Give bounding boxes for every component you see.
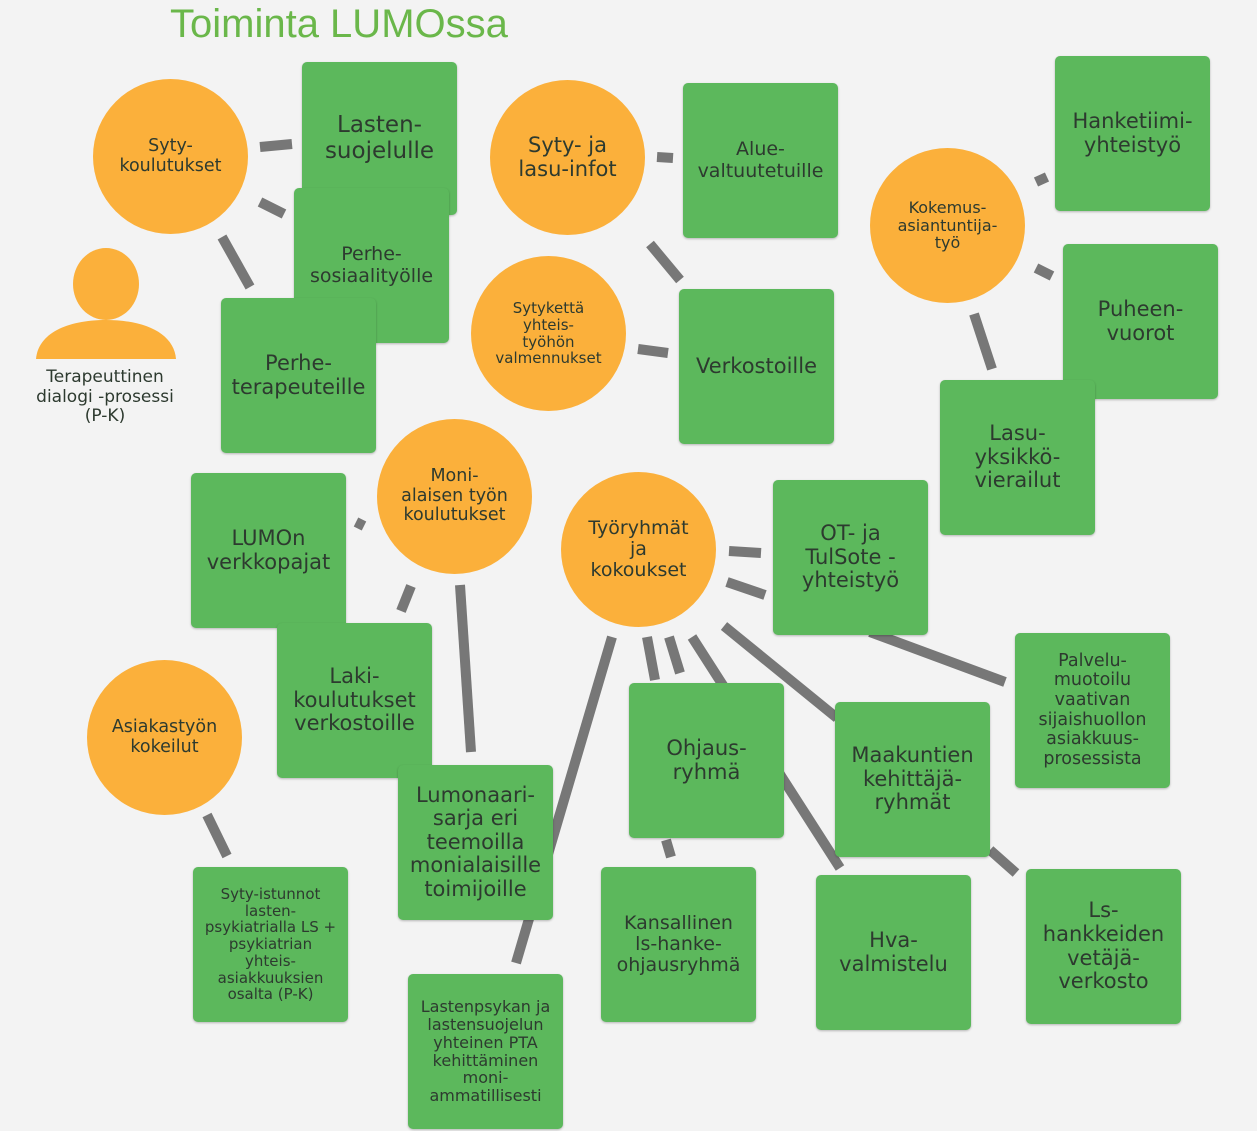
connector-line — [986, 846, 1020, 877]
circle-syty-lasu-infot: Syty- ja lasu-infot — [490, 80, 645, 235]
connector-line — [642, 636, 660, 681]
circle-sytyketta-valmennukset: Sytykettä yhteis- työhön valmennukset — [471, 256, 626, 411]
connector-line — [217, 234, 255, 290]
connector-line — [396, 584, 416, 613]
connector-line — [257, 197, 287, 219]
box-perheterapeuteille: Perhe- terapeuteille — [221, 298, 376, 453]
box-hva: Hva- valmistelu — [816, 875, 971, 1030]
circle-syty-koulutukset: Syty- koulutukset — [93, 79, 248, 234]
connector-line — [646, 240, 684, 284]
box-lumonaarisarja: Lumonaari- sarja eri teemoilla monialais… — [398, 765, 553, 920]
connector-line — [664, 635, 685, 675]
connector-line — [728, 546, 762, 558]
connector-line — [969, 312, 997, 371]
connector-line — [353, 517, 367, 531]
box-aluevaltuutetuille: Alue- valtuutetuille — [683, 83, 838, 238]
box-kansallinen: Kansallinen ls-hanke- ohjausryhmä — [601, 867, 756, 1022]
box-ls-hankkeiden: Ls- hankkeiden vetäjä- verkosto — [1026, 869, 1181, 1024]
diagram-title: Toiminta LUMOssa — [170, 2, 508, 46]
circle-kokemusasiantuntijatyo: Kokemus- asiantuntija- työ — [870, 148, 1025, 303]
box-palvelumuotoilu: Palvelu- muotoilu vaativan sijaishuollon… — [1015, 633, 1170, 788]
connector-line — [1033, 172, 1050, 187]
box-ohjausryhma: Ohjaus- ryhmä — [629, 683, 784, 838]
box-lumon-verkkopajat: LUMOn verkkopajat — [191, 473, 346, 628]
box-lastenpsykan: Lastenpsykan ja lastensuojelun yhteinen … — [408, 974, 563, 1129]
connector-line — [455, 584, 476, 753]
connector-line — [720, 622, 841, 722]
connector-line — [202, 812, 232, 859]
connector-line — [1033, 263, 1055, 281]
box-syty-istunnot: Syty-istunnot lasten- psykiatrialla LS +… — [193, 867, 348, 1022]
connector-line — [868, 627, 1007, 687]
box-lakikoulutukset: Laki- koulutukset verkostoille — [277, 623, 432, 778]
connector-line — [725, 577, 767, 600]
connector-line — [656, 152, 674, 163]
box-maakuntien: Maakuntien kehittäjä- ryhmät — [835, 702, 990, 857]
circle-monialaisen-koulutukset: Moni- alaisen työn koulutukset — [377, 419, 532, 574]
box-lasuyksikkovierailut: Lasu- yksikkö- vierailut — [940, 380, 1095, 535]
therapeutic-dialogue-label: Terapeuttinen dialogi -prosessi (P-K) — [36, 367, 174, 427]
connector-line — [661, 838, 676, 859]
box-verkostoille: Verkostoille — [679, 289, 834, 444]
connector-line — [259, 139, 293, 152]
person-icon — [36, 248, 176, 359]
box-hanketiimiyhteistyo: Hanketiimi- yhteistyö — [1055, 56, 1210, 211]
circle-tyoryhmat: Työryhmät ja kokoukset — [561, 472, 716, 627]
connector-line — [637, 344, 669, 358]
box-ot-tulsote: OT- ja TulSote - yhteistyö — [773, 480, 928, 635]
box-puheenvuorot: Puheen- vuorot — [1063, 244, 1218, 399]
circle-asiakastyon-kokeilut: Asiakastyön kokeilut — [87, 660, 242, 815]
